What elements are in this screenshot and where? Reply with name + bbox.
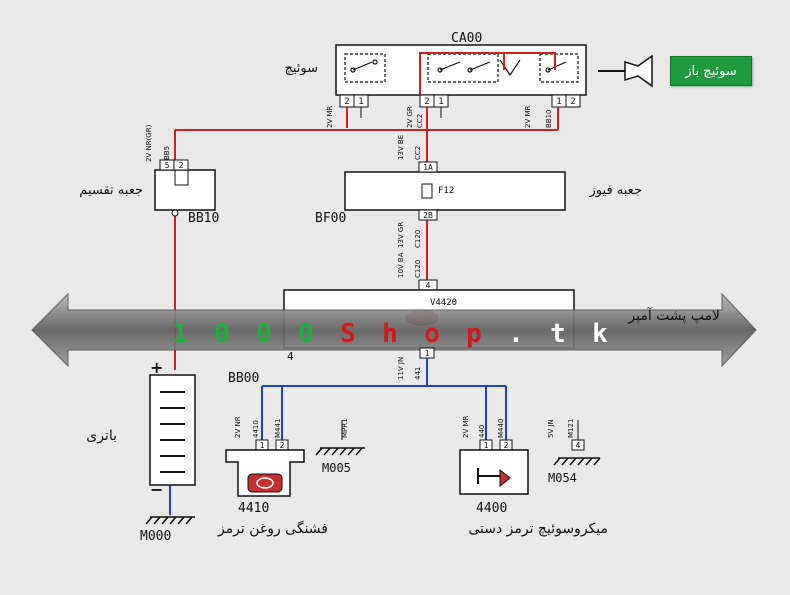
banner-char: 0	[298, 319, 314, 349]
distribution-code: BB10	[188, 211, 219, 226]
wire-label: M440	[497, 419, 505, 438]
fuse-box	[344, 171, 566, 211]
wire-label: C120	[414, 230, 422, 248]
battery-label: باتری	[86, 428, 117, 444]
pin-label: 5	[165, 161, 170, 170]
oil-switch-code: 4410	[238, 501, 269, 516]
pin-label: 2	[179, 161, 184, 170]
pin-label: 1	[438, 97, 443, 107]
wire-label: 2V MR	[462, 415, 470, 438]
ignition-red-path	[419, 52, 556, 95]
pin-label: 2	[344, 97, 349, 107]
pin-label: 1	[260, 441, 265, 450]
distribution-box	[154, 169, 216, 211]
wire-label: 2V GR	[406, 106, 414, 128]
ground-icon	[315, 447, 365, 456]
ground-code-m000: M000	[140, 529, 171, 544]
pin-label: 2	[504, 441, 509, 450]
fuse-box-label: جعبه فیوز	[589, 183, 642, 198]
banner-arrow	[31, 292, 757, 368]
ignition-contacts	[344, 53, 579, 83]
ignition-on-button[interactable]: سوئیچ باز	[670, 56, 752, 86]
wire-label: M121	[567, 419, 575, 438]
pin-label: 4	[576, 441, 581, 450]
wire-label: 10V BA	[397, 252, 405, 278]
lamp-label: لامپ پشت آمپر	[627, 307, 720, 324]
wire-label: CC2	[416, 114, 424, 128]
pin-label: 2	[424, 97, 429, 107]
wire-label: 2V MR	[326, 105, 334, 128]
ignition-label: سوئیچ	[284, 61, 318, 76]
wire-label: CC2	[414, 146, 422, 160]
oil-warning-icon	[247, 473, 283, 493]
wire-label: BB5	[163, 146, 171, 160]
banner-char: 0	[214, 319, 230, 349]
fuse-icon	[421, 183, 433, 199]
lamp-num: 4	[287, 350, 294, 363]
wire-label: 4410	[252, 420, 260, 438]
oil-switch-body	[225, 449, 305, 497]
wire-label: C120	[414, 260, 422, 278]
wire-labels: 2V MR 2V GR CC2 2V MR BB10 2V NR(GR) BB5…	[145, 105, 553, 380]
wire-label: 13V GR	[397, 222, 405, 248]
fuse-pin-bottom: 2B	[423, 211, 433, 220]
pin-label: 1	[358, 97, 363, 107]
micro-switch-body	[459, 449, 529, 495]
banner-char: h	[382, 319, 398, 349]
lamp-pin-top: 4	[426, 281, 431, 290]
wire-label: 2V NR	[234, 416, 242, 438]
fuse-pin-top: 1A	[423, 163, 433, 172]
switch-actuator-icon	[499, 468, 511, 488]
wire-label: 441	[414, 367, 422, 380]
ground-code-m005: M005	[322, 461, 351, 475]
ground-code-m054: M054	[548, 471, 577, 485]
distribution-label: جعبه تقسیم	[79, 183, 143, 198]
fuse-code: F12	[438, 186, 454, 196]
wire-label: 2V NR(GR)	[145, 124, 153, 162]
pin-label: 1	[556, 97, 561, 107]
banner-char: .	[508, 319, 524, 349]
banner-char: S	[340, 319, 356, 349]
fuse-box-code: BF00	[315, 211, 346, 226]
battery-icon	[149, 374, 196, 486]
ground-icon	[145, 516, 195, 525]
pin-label: 1	[484, 441, 489, 450]
wire-label: MPR1	[341, 418, 349, 438]
pin-label: 2	[280, 441, 285, 450]
banner-char: o	[424, 319, 440, 349]
key-icon	[598, 54, 653, 88]
wire-label: 440	[478, 425, 486, 438]
banner-char: k	[592, 319, 608, 349]
ignition-code: CA00	[451, 31, 482, 46]
wire-label: BB10	[545, 109, 553, 128]
battery-code: BB00	[228, 371, 259, 386]
ignition-pins: 2 1 2 1 1 2	[339, 94, 581, 108]
banner-char: 1	[172, 319, 188, 349]
ground-icon	[553, 457, 601, 466]
oil-switch-label: فشنگی روغن ترمز	[217, 520, 328, 537]
lamp-pin-bottom: 1	[425, 349, 430, 358]
wire-label: 13V BE	[397, 135, 405, 160]
battery-plus: +	[150, 358, 163, 377]
wire-label: 5V JN	[547, 419, 555, 438]
banner-char: 0	[256, 319, 272, 349]
ground-wires	[169, 358, 507, 515]
micro-switch-code: 4400	[476, 501, 507, 516]
banner-char: t	[550, 319, 566, 349]
lamp-code: V4420	[430, 298, 457, 308]
micro-switch-label: میکروسوئیچ ترمز دستی	[468, 521, 608, 537]
pin-label: 2	[570, 97, 575, 107]
wire-label: 11V JN	[397, 357, 405, 380]
wire-label: M441	[274, 419, 282, 438]
wire-label: 2V MR	[524, 105, 532, 128]
banner-char: p	[466, 319, 482, 349]
